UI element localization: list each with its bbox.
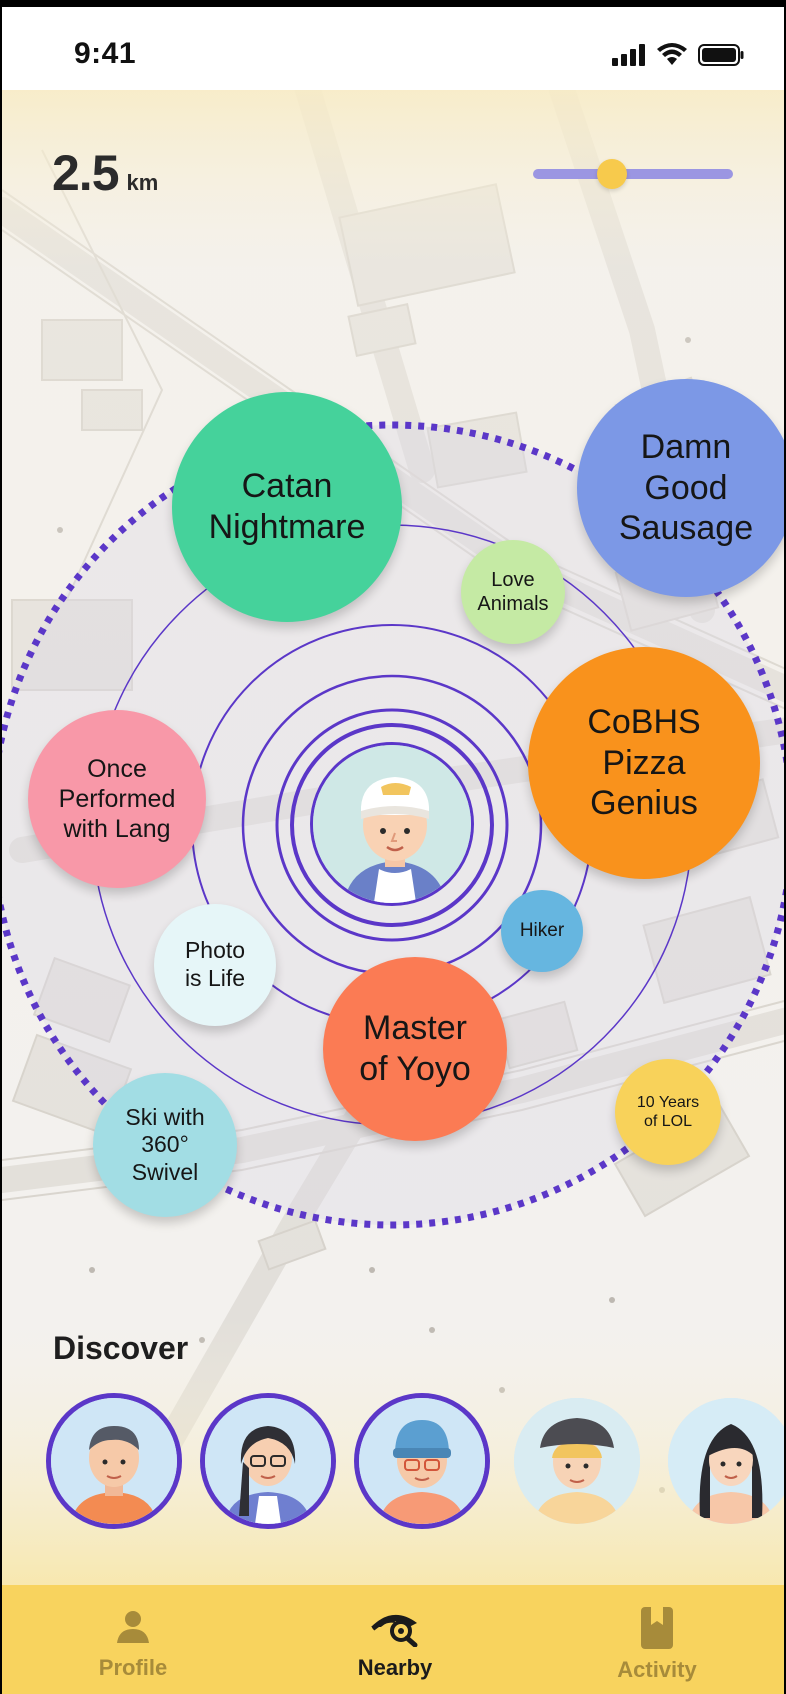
interest-bubble-photo-is-life[interactable]: Photo is Life (154, 904, 276, 1026)
signal-icon (612, 44, 645, 66)
tab-profile[interactable]: Profile (2, 1585, 264, 1694)
woman-avatar-icon (668, 1398, 784, 1524)
woman-glasses-avatar-icon (205, 1398, 331, 1524)
wifi-icon (657, 43, 687, 65)
discover-heading: Discover (53, 1330, 189, 1366)
tab-profile-label: Profile (98, 1655, 168, 1680)
discover-person-1[interactable] (46, 1393, 182, 1529)
man-bucket-hat-avatar-icon (514, 1398, 640, 1524)
status-time: 9:41 (74, 37, 137, 70)
discover-person-3[interactable] (354, 1393, 490, 1529)
discover-person-4[interactable] (514, 1398, 640, 1524)
distance-readout: 2.5 km (52, 144, 158, 202)
distance-unit: km (126, 170, 159, 195)
interest-bubble-ski-with-360-swivel[interactable]: Ski with 360° Swivel (93, 1073, 237, 1217)
interest-bubble-hiker[interactable]: Hiker (501, 890, 583, 972)
status-icons (612, 43, 744, 67)
battery-icon (698, 44, 744, 66)
interest-bubble-damn-good-sausage[interactable]: Damn Good Sausage (577, 379, 784, 597)
interest-bubble-master-of-yoyo[interactable]: Master of Yoyo (323, 957, 507, 1141)
slider-thumb[interactable] (597, 159, 627, 189)
tab-activity[interactable]: Activity (526, 1585, 784, 1694)
tab-nearby[interactable]: Nearby (264, 1585, 526, 1694)
discover-carousel[interactable] (2, 1393, 784, 1533)
tab-activity-label: Activity (617, 1657, 697, 1682)
person-icon (117, 1611, 149, 1643)
interest-bubble-love-animals[interactable]: Love Animals (461, 540, 565, 644)
status-bar: 9:41 (2, 7, 784, 90)
interest-bubble-cobhs-pizza-genius[interactable]: CoBHS Pizza Genius (528, 647, 760, 879)
interest-bubble-once-performed-with-lang[interactable]: Once Performed with Lang (28, 710, 206, 888)
discover-person-5[interactable] (668, 1398, 784, 1524)
interest-bubble-catan-nightmare[interactable]: Catan Nightmare (172, 392, 402, 622)
man-avatar-icon (51, 1398, 177, 1524)
distance-range-slider[interactable] (533, 159, 733, 189)
user-avatar[interactable] (310, 742, 474, 906)
slider-track[interactable] (533, 169, 733, 179)
tab-nearby-label: Nearby (357, 1655, 433, 1680)
eye-search-icon (371, 1614, 418, 1647)
user-avatar-icon (313, 745, 471, 903)
interest-bubble-10-years-of-lol[interactable]: 10 Years of LOL (615, 1059, 721, 1165)
tab-bar: Profile Nearby Activity (2, 1585, 784, 1694)
discover-person-2[interactable] (200, 1393, 336, 1529)
bookmark-icon (641, 1607, 673, 1649)
distance-value: 2.5 (52, 145, 120, 201)
man-beanie-avatar-icon (359, 1398, 485, 1524)
